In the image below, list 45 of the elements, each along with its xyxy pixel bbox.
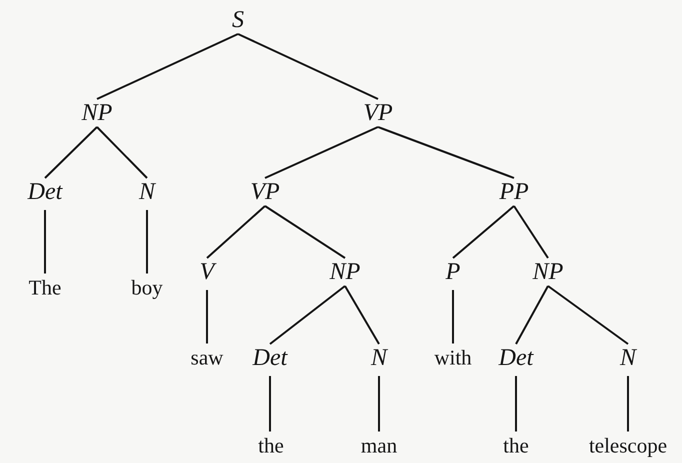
category-label: Det [28, 180, 62, 204]
category-label: V [200, 260, 214, 284]
category-label: N [371, 346, 387, 370]
tree-branch [44, 126, 98, 179]
category-label: S [232, 8, 244, 32]
tree-branch [627, 376, 629, 432]
tree-branch [238, 33, 378, 100]
tree-branch [96, 126, 148, 179]
tree-branch [44, 210, 46, 274]
tree-branch [515, 286, 549, 344]
word-label: man [360, 436, 398, 456]
word-label: saw [190, 348, 224, 368]
category-label: P [446, 260, 460, 284]
category-label: NP [532, 260, 564, 284]
tree-branch [547, 285, 629, 345]
tree-branch [515, 376, 517, 432]
tree-branch [344, 286, 380, 344]
tree-branch [264, 126, 378, 179]
tree-branch [269, 285, 346, 345]
category-label: Det [498, 346, 534, 370]
tree-branch [452, 205, 515, 259]
word-label: telescope [588, 436, 668, 456]
category-label: N [139, 180, 155, 204]
category-label: PP [499, 180, 529, 204]
word-label: the [258, 436, 284, 456]
word-label: The [28, 278, 62, 298]
tree-branch [96, 33, 238, 100]
category-label: NP [330, 260, 360, 284]
category-label: Det [252, 346, 288, 370]
category-label: VP [250, 180, 280, 204]
tree-branch [378, 126, 514, 179]
category-label: VP [363, 101, 393, 125]
tree-branch [452, 290, 454, 344]
tree-branch [206, 290, 208, 344]
word-label: the [503, 436, 529, 456]
word-label: boy [131, 278, 163, 298]
word-label: with [434, 348, 472, 368]
tree-branch [513, 205, 549, 259]
tree-branch [269, 376, 271, 432]
tree-branch [378, 376, 380, 432]
tree-branch [206, 205, 266, 259]
tree-branch [146, 210, 148, 274]
category-label: N [620, 346, 636, 370]
category-label: NP [82, 101, 112, 125]
tree-branch [264, 205, 346, 259]
